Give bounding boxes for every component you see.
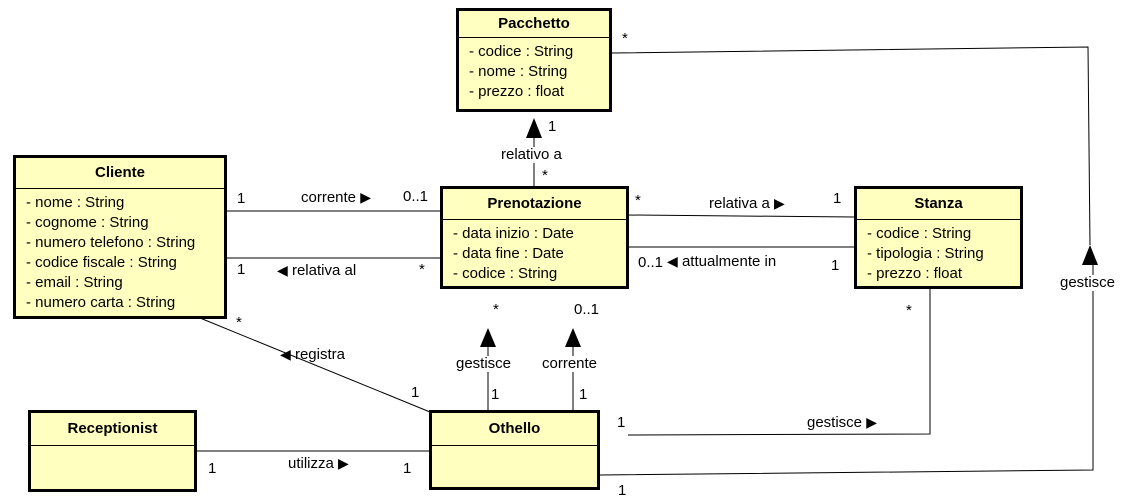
class-receptionist-name: Receptionist [31, 413, 194, 446]
multiplicity: 0..1 [403, 188, 429, 205]
class-pacchetto-attrs: - codice : String - nome : String - prez… [459, 38, 609, 102]
label-corrente-top: corrente ▶ [301, 189, 371, 206]
label-text: relativa al [291, 262, 357, 279]
class-cliente-name: Cliente [16, 158, 224, 189]
multiplicity: * [906, 302, 912, 319]
assoc-prenotazione-stanza-relativa [627, 214, 855, 218]
label-text: relativa a [709, 195, 770, 212]
triangle-left-icon: ◀ [280, 346, 291, 362]
label-relativo-a: relativo a [501, 146, 562, 163]
assoc-othello-pacchetto [599, 265, 1094, 476]
class-prenotazione[interactable]: Prenotazione - data inizio : Date - data… [440, 186, 629, 289]
attribute: - prezzo : float [867, 265, 963, 282]
attribute: - data fine : Date [453, 245, 564, 262]
multiplicity: 1 [237, 261, 246, 278]
attribute: - tipologia : String [867, 245, 984, 262]
triangle-right-icon: ▶ [866, 414, 877, 430]
assoc-othello-stanza [627, 288, 931, 436]
attribute: - numero carta : String [26, 294, 176, 311]
nav-arrow-gestisce-right [1082, 245, 1098, 265]
multiplicity: 1 [579, 386, 588, 403]
attribute: - nome : String [26, 194, 125, 211]
label-gestisce-stanza: gestisce ▶ [807, 414, 877, 431]
label-relativa-a: relativa a ▶ [709, 195, 785, 212]
label-relativa-al: ◀ relativa al [277, 262, 356, 279]
class-prenotazione-attrs: - data inizio : Date - data fine : Date … [443, 220, 626, 284]
class-stanza-name: Stanza [857, 189, 1020, 220]
attribute: - codice : String [867, 225, 972, 242]
attribute: - codice : String [453, 265, 558, 282]
multiplicity: 1 [617, 414, 626, 431]
triangle-right-icon: ▶ [774, 195, 785, 211]
multiplicity: 1 [831, 257, 840, 274]
attribute: - numero telefono : String [26, 234, 196, 251]
triangle-left-icon: ◀ [667, 253, 678, 269]
label-text: registra [294, 346, 345, 363]
attribute: - data inizio : Date [453, 225, 574, 242]
nav-arrow-prenotazione-gestisce [480, 328, 496, 347]
multiplicity: 0..1 [638, 254, 664, 271]
triangle-left-icon: ◀ [277, 262, 288, 278]
multiplicity: * [622, 30, 628, 47]
class-receptionist[interactable]: Receptionist [28, 410, 197, 492]
multiplicity: 1 [237, 190, 246, 207]
nav-arrow-pacchetto [526, 118, 542, 138]
label-utilizza: utilizza ▶ [288, 455, 349, 472]
label-corrente-bottom: corrente [542, 355, 598, 372]
multiplicity: 1 [491, 386, 500, 403]
label-text: attualmente in [681, 253, 777, 270]
attribute: - email : String [26, 274, 123, 291]
multiplicity: * [419, 261, 425, 278]
class-othello[interactable]: Othello [429, 410, 600, 490]
attribute: - codice fiscale : String [26, 254, 177, 271]
class-pacchetto[interactable]: Pacchetto - codice : String - nome : Str… [456, 8, 612, 112]
class-othello-name: Othello [432, 413, 597, 446]
multiplicity: 1 [833, 190, 842, 207]
class-stanza[interactable]: Stanza - codice : String - tipologia : S… [854, 186, 1023, 289]
attribute: - prezzo : float [469, 83, 565, 100]
multiplicity: 1 [403, 460, 412, 477]
multiplicity: * [635, 192, 641, 209]
class-pacchetto-name: Pacchetto [459, 11, 609, 38]
multiplicity: * [493, 301, 499, 318]
triangle-right-icon: ▶ [360, 189, 371, 205]
class-cliente[interactable]: Cliente - nome : String - cognome : Stri… [13, 155, 227, 319]
multiplicity: 1 [411, 384, 420, 401]
attribute: - codice : String [469, 43, 574, 60]
multiplicity: 1 [548, 118, 557, 135]
assoc-pacchetto-othello [611, 46, 1091, 246]
label-text: utilizza [288, 455, 334, 472]
label-gestisce-right: gestisce [1060, 274, 1116, 291]
class-cliente-attrs: - nome : String - cognome : String - num… [16, 189, 224, 313]
assoc-cliente-othello [199, 317, 431, 413]
attribute: - nome : String [469, 63, 568, 80]
label-text: gestisce [807, 414, 863, 431]
label-attualmente-in: ◀ attualmente in [667, 253, 776, 270]
multiplicity: * [236, 314, 242, 331]
multiplicity: 1 [618, 482, 627, 499]
label-gestisce-left: gestisce [456, 355, 512, 372]
triangle-right-icon: ▶ [338, 455, 349, 471]
class-stanza-attrs: - codice : String - tipologia : String -… [857, 220, 1020, 284]
label-registra: ◀ registra [280, 346, 345, 363]
class-prenotazione-name: Prenotazione [443, 189, 626, 220]
label-text: corrente [301, 189, 357, 206]
nav-arrow-prenotazione-corrente [565, 328, 581, 347]
multiplicity: 1 [208, 460, 217, 477]
attribute: - cognome : String [26, 214, 149, 231]
multiplicity: * [542, 167, 548, 184]
multiplicity: 0..1 [574, 301, 600, 318]
